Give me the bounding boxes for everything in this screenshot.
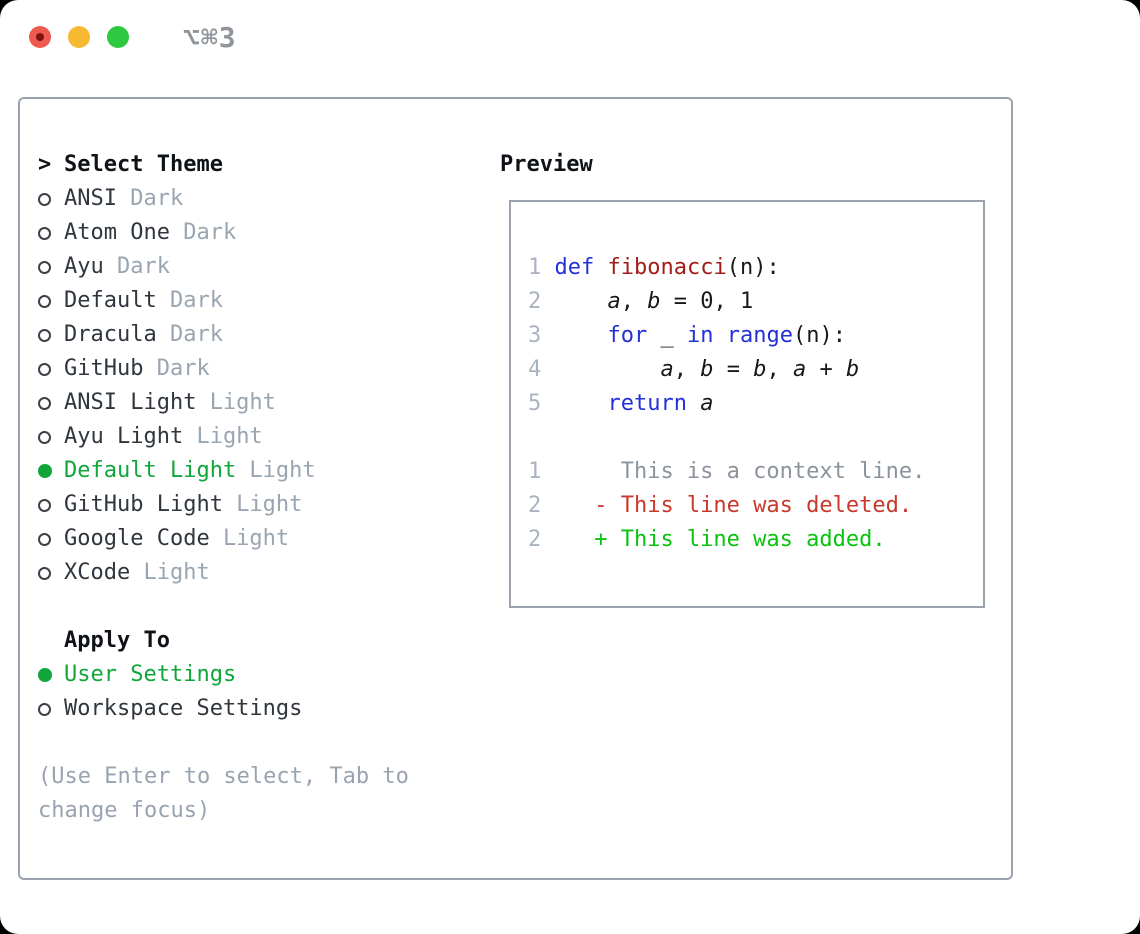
apply-to-heading-row: Apply To bbox=[38, 624, 500, 658]
theme-option-ansi[interactable]: ANSI Dark bbox=[38, 182, 500, 216]
line-number: 4 bbox=[528, 357, 542, 382]
theme-variant-tag: Light bbox=[209, 390, 276, 415]
window-title: ⌥⌘3 bbox=[183, 20, 237, 54]
theme-option-github[interactable]: GitHub Dark bbox=[38, 352, 500, 386]
radio-icon bbox=[38, 396, 64, 410]
theme-variant-tag: Dark bbox=[156, 356, 210, 381]
theme-variant-tag: Dark bbox=[169, 288, 223, 313]
radio-icon bbox=[38, 362, 64, 376]
theme-variant-tag: Dark bbox=[169, 322, 223, 347]
theme-variant-tag: Dark bbox=[130, 186, 184, 211]
theme-option-ansi-light[interactable]: ANSI Light Light bbox=[38, 386, 500, 420]
preview-line-code: 2 a, b = 0, 1 bbox=[528, 285, 983, 319]
line-number: 3 bbox=[528, 323, 542, 348]
preview-heading: Preview bbox=[500, 152, 593, 177]
radio-icon bbox=[38, 498, 64, 512]
option-label: Default bbox=[64, 288, 157, 313]
focus-arrow-icon: > bbox=[38, 152, 52, 177]
theme-variant-tag: Light bbox=[143, 560, 210, 585]
theme-variant-tag: Light bbox=[236, 492, 303, 517]
apply-option-user-settings[interactable]: User Settings bbox=[38, 658, 500, 692]
theme-option-google-code[interactable]: Google Code Light bbox=[38, 522, 500, 556]
apply-to-heading: Apply To bbox=[64, 628, 170, 653]
radio-selected-icon bbox=[38, 668, 64, 682]
preview-line-blank bbox=[528, 421, 983, 455]
spacer bbox=[38, 726, 500, 760]
option-label: GitHub bbox=[64, 356, 144, 381]
radio-icon bbox=[38, 226, 64, 240]
theme-option-ayu-light[interactable]: Ayu Light Light bbox=[38, 420, 500, 454]
line-number: 2 bbox=[528, 289, 542, 314]
option-label: GitHub Light bbox=[64, 492, 223, 517]
preview-line-code: 3 for _ in range(n): bbox=[528, 319, 983, 353]
theme-variant-tag: Light bbox=[196, 424, 263, 449]
theme-option-ayu[interactable]: Ayu Dark bbox=[38, 250, 500, 284]
theme-option-atom-one[interactable]: Atom One Dark bbox=[38, 216, 500, 250]
spacer bbox=[38, 590, 500, 624]
preview-line-deleted: 2 - This line was deleted. bbox=[528, 489, 983, 523]
option-label: ANSI bbox=[64, 186, 117, 211]
theme-option-xcode[interactable]: XCode Light bbox=[38, 556, 500, 590]
theme-variant-tag: Light bbox=[222, 526, 290, 551]
theme-option-github-light[interactable]: GitHub Light Light bbox=[38, 488, 500, 522]
option-label: Atom One bbox=[64, 220, 170, 245]
line-number: 2 bbox=[528, 527, 542, 552]
option-label: User Settings bbox=[64, 662, 237, 687]
option-label: Ayu Light bbox=[64, 424, 184, 449]
radio-icon bbox=[38, 532, 64, 546]
line-number: 1 bbox=[528, 255, 542, 280]
radio-selected-icon bbox=[38, 464, 64, 478]
radio-icon bbox=[38, 192, 64, 206]
close-button[interactable] bbox=[29, 26, 51, 48]
preview-line-added: 2 + This line was added. bbox=[528, 523, 983, 557]
apply-option-workspace-settings[interactable]: Workspace Settings bbox=[38, 692, 500, 726]
minimize-button[interactable] bbox=[68, 26, 90, 48]
radio-icon bbox=[38, 260, 64, 274]
zoom-button[interactable] bbox=[107, 26, 129, 48]
radio-icon bbox=[38, 566, 64, 580]
theme-option-default-light[interactable]: Default Light Light bbox=[38, 454, 500, 488]
window-titlebar: ⌥⌘3 bbox=[29, 21, 237, 54]
preview-line-code: 5 return a bbox=[528, 387, 983, 421]
radio-icon bbox=[38, 294, 64, 308]
preview-line-code: 4 a, b = b, a + b bbox=[528, 353, 983, 387]
line-number: 1 bbox=[528, 459, 542, 484]
hint-text: (Use Enter to select, Tab to change focu… bbox=[38, 764, 409, 823]
preview-line-context: 1 This is a context line. bbox=[528, 455, 983, 489]
option-label: Ayu bbox=[64, 254, 104, 279]
theme-option-dracula[interactable]: Dracula Dark bbox=[38, 318, 500, 352]
select-theme-heading-row: > Select Theme bbox=[38, 148, 500, 182]
line-number: 2 bbox=[528, 493, 542, 518]
radio-icon bbox=[38, 702, 64, 716]
radio-icon bbox=[38, 430, 64, 444]
option-label: ANSI Light bbox=[64, 390, 197, 415]
theme-option-default[interactable]: Default Dark bbox=[38, 284, 500, 318]
option-label: XCode bbox=[64, 560, 131, 585]
option-label: Default Light bbox=[64, 458, 237, 483]
select-theme-heading: Select Theme bbox=[64, 152, 223, 177]
theme-variant-tag: Light bbox=[249, 458, 316, 483]
theme-variant-tag: Dark bbox=[116, 254, 170, 279]
theme-variant-tag: Dark bbox=[183, 220, 237, 245]
option-label: Workspace Settings bbox=[64, 696, 303, 721]
line-number: 5 bbox=[528, 391, 542, 416]
close-modified-dot-icon bbox=[36, 33, 44, 41]
option-label: Google Code bbox=[64, 526, 210, 551]
radio-icon bbox=[38, 328, 64, 342]
option-label: Dracula bbox=[64, 322, 157, 347]
